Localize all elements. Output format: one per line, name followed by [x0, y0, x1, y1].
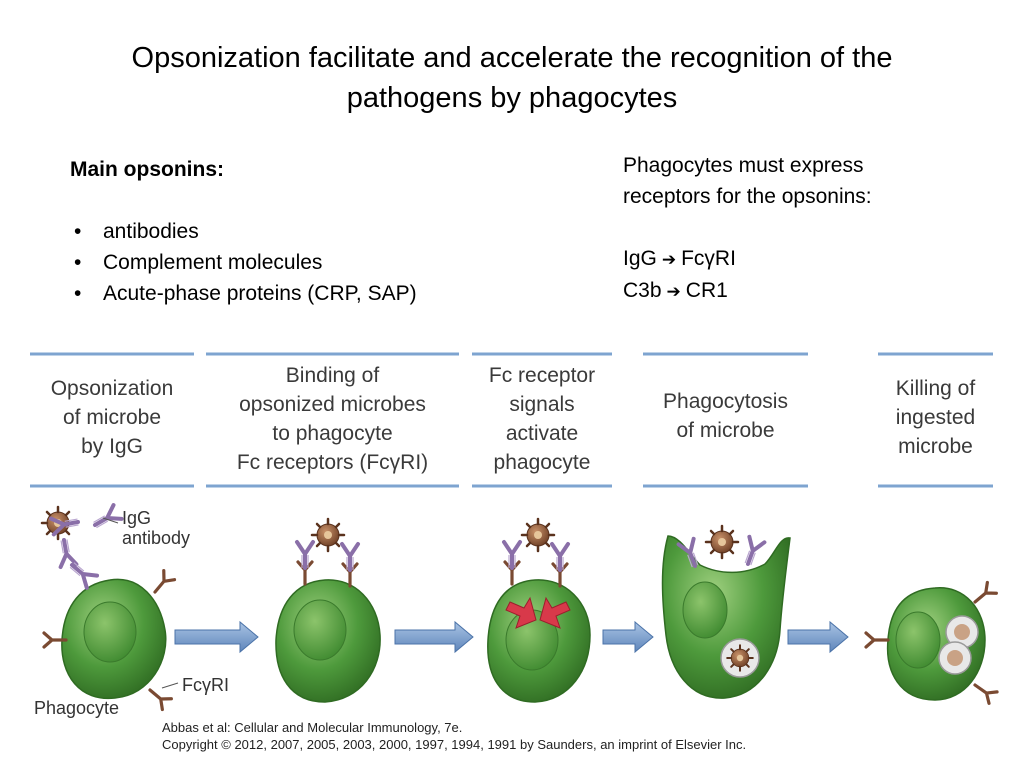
- stage-label-killing: Killing of ingested microbe: [895, 377, 976, 458]
- opsonin-name: IgG: [623, 247, 657, 270]
- receptors-line-2: receptors for the opsonins:: [623, 185, 872, 208]
- engulfing-phagocyte-cell: [661, 524, 791, 699]
- pointer-line: [102, 517, 119, 524]
- opsonin-name: C3b: [623, 279, 662, 302]
- opsonins-heading: Main opsonins:: [70, 158, 224, 181]
- flow-arrow: [602, 620, 654, 654]
- stage-label-opsonization: Opsonization of microbe by IgG: [50, 377, 174, 458]
- receptor-pair-igg: IgG➔FcγRI: [623, 243, 872, 275]
- igg-label: IgG antibody: [122, 508, 191, 548]
- right-arrow-icon: ➔: [666, 282, 681, 301]
- receptor-pair-c3b: C3b➔CR1: [623, 275, 872, 307]
- figure-graphics: [30, 352, 999, 712]
- flow-arrow: [787, 620, 849, 654]
- receptors-line-1: Phagocytes must express: [623, 154, 864, 177]
- flow-arrow: [394, 620, 474, 654]
- activated-phagocyte-cell: [487, 517, 591, 703]
- receptor-name: CR1: [685, 279, 728, 302]
- flow-arrow: [174, 620, 259, 654]
- receptor-name: FcγRI: [681, 247, 736, 270]
- opsonins-block: Main opsonins: antibodies Complement mol…: [70, 154, 417, 309]
- opsonization-figure: Opsonization of microbe by IgG Binding o…: [0, 340, 1024, 768]
- title-line-1: Opsonization facilitate and accelerate t…: [131, 42, 893, 74]
- phagocyte-cell: [42, 569, 177, 712]
- opsonins-list: antibodies Complement molecules Acute-ph…: [70, 216, 417, 309]
- fcgri-label: FcγRI: [182, 675, 229, 695]
- opsonin-item: Complement molecules: [70, 247, 417, 278]
- pointer-line: [161, 682, 179, 689]
- killing-phagocyte-cell: [864, 580, 999, 705]
- title-line-2: pathogens by phagocytes: [346, 82, 678, 114]
- right-arrow-icon: ➔: [661, 250, 677, 269]
- stage-label-fc-signals: Fc receptor signals activate phagocyte: [488, 364, 596, 474]
- phagocyte-cell: [275, 517, 381, 703]
- signal-arrow-icon: [539, 596, 571, 629]
- citation-line-2: Copyright © 2012, 2007, 2005, 2003, 2000…: [162, 737, 747, 752]
- opsonin-item: antibodies: [70, 216, 417, 247]
- citation-caption: Abbas et al: Cellular and Molecular Immu…: [162, 719, 746, 753]
- stage-label-binding: Binding of opsonized microbes to phagocy…: [236, 364, 429, 474]
- slide-title: Opsonization facilitate and accelerate t…: [40, 38, 984, 118]
- opsonin-item: Acute-phase proteins (CRP, SAP): [70, 278, 417, 309]
- stage-label-phagocytosis: Phagocytosis of microbe: [663, 390, 788, 442]
- signal-arrow-icon: [505, 596, 537, 629]
- igg-opsonized-microbe: [40, 503, 124, 590]
- citation-line-1: Abbas et al: Cellular and Molecular Immu…: [162, 720, 463, 735]
- stage-brackets: [30, 352, 993, 488]
- phagocyte-label: Phagocyte: [34, 698, 120, 718]
- receptors-block: Phagocytes must express receptors for th…: [623, 150, 872, 307]
